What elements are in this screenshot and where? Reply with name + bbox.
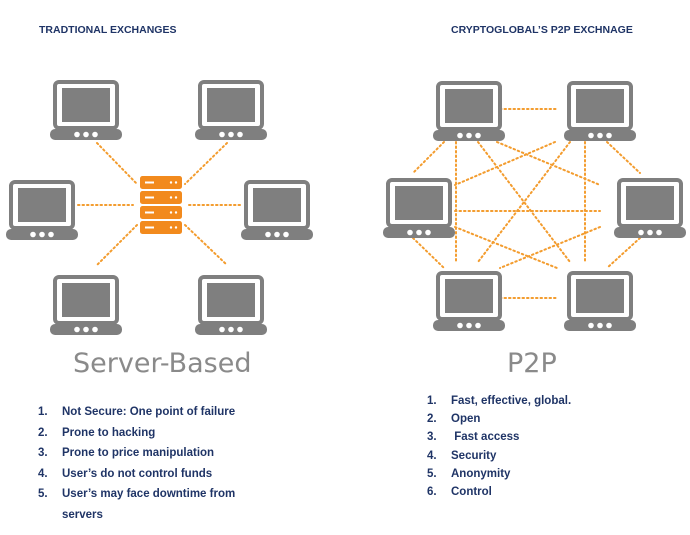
list-item: 4. User’s do not control funds (38, 464, 262, 485)
p2p-caption: P2P (507, 348, 557, 379)
list-item-text: Fast, effective, global. (451, 395, 572, 407)
laptop-icon (195, 80, 267, 140)
connection-line (606, 237, 641, 269)
list-item: 2. Open (427, 410, 651, 428)
laptop-icon (614, 178, 686, 238)
connection-line (454, 226, 558, 269)
connection-line (184, 142, 228, 185)
list-item: 1. Not Secure: One point of failure (38, 402, 262, 423)
p2p-diagram (383, 81, 686, 331)
traditional-exchanges-heading: TRADTIONAL EXCHANGES (39, 24, 177, 36)
server-based-caption: Server-Based (73, 348, 252, 379)
p2p-exchange-heading: CRYPTOGLOBAL’S P2P EXCHNAGE (451, 24, 633, 36)
server-icon (140, 176, 182, 234)
list-item-number: 1. (427, 395, 437, 407)
list-item-number: 2. (38, 426, 48, 439)
laptop-icon (50, 80, 122, 140)
list-item: 3. Prone to price manipulation (38, 443, 262, 464)
list-item: 3. Fast access (427, 428, 651, 446)
laptop-icon (564, 271, 636, 331)
p2p-benefits-list: 1. Fast, effective, global. 2. Open 3. Fast … (427, 392, 651, 501)
list-item: 1. Fast, effective, global. (427, 392, 651, 410)
connection-line (184, 224, 228, 266)
list-item-text: Open (451, 413, 481, 426)
network-diagrams (6, 80, 686, 335)
connection-line (412, 237, 445, 269)
connection-line (499, 226, 601, 269)
list-item-number: 6. (427, 486, 437, 499)
list-item-text: Prone to hacking (62, 426, 156, 439)
laptop-icon (433, 271, 505, 331)
list-item-text: Not Secure: One point of failure (62, 406, 236, 418)
laptop-icon (195, 275, 267, 335)
list-item: 5. User’s may face downtime from servers (38, 484, 262, 525)
list-item-text: User’s may face downtime from servers (62, 488, 239, 521)
list-item-number: 5. (427, 467, 437, 480)
list-item-number: 5. (38, 488, 48, 500)
list-item-text: Prone to price manipulation (62, 447, 215, 459)
list-item-number: 4. (427, 449, 437, 462)
list-item-number: 2. (427, 413, 437, 426)
list-item: 2. Prone to hacking (38, 423, 262, 444)
list-item-text: Fast access (451, 431, 520, 444)
list-item-number: 3. (427, 431, 437, 444)
list-item-number: 4. (38, 467, 48, 480)
laptop-icon (6, 180, 78, 240)
list-item-text: Anonymity (451, 467, 511, 480)
laptop-icon (383, 178, 455, 238)
connection-line (96, 224, 138, 266)
laptop-icon (241, 180, 313, 240)
connection-line (96, 142, 138, 185)
traditional-drawbacks-list: 1. Not Secure: One point of failure 2. Pron… (38, 402, 262, 525)
list-item: 4. Security (427, 447, 651, 465)
connection-line (496, 141, 601, 186)
connection-line (454, 141, 556, 186)
list-item-text: User’s do not control funds (62, 467, 213, 480)
connection-line (412, 141, 445, 174)
laptop-icon (564, 81, 636, 141)
list-item-number: 3. (38, 447, 48, 459)
list-item-text: Control (451, 486, 492, 499)
list-item-text: Security (451, 449, 497, 462)
laptop-icon (50, 275, 122, 335)
laptop-icon (433, 81, 505, 141)
list-item: 6. Control (427, 483, 651, 501)
server-based-diagram (6, 80, 313, 335)
list-item-number: 1. (38, 406, 48, 418)
list-item: 5. Anonymity (427, 465, 651, 483)
connection-line (606, 141, 641, 174)
